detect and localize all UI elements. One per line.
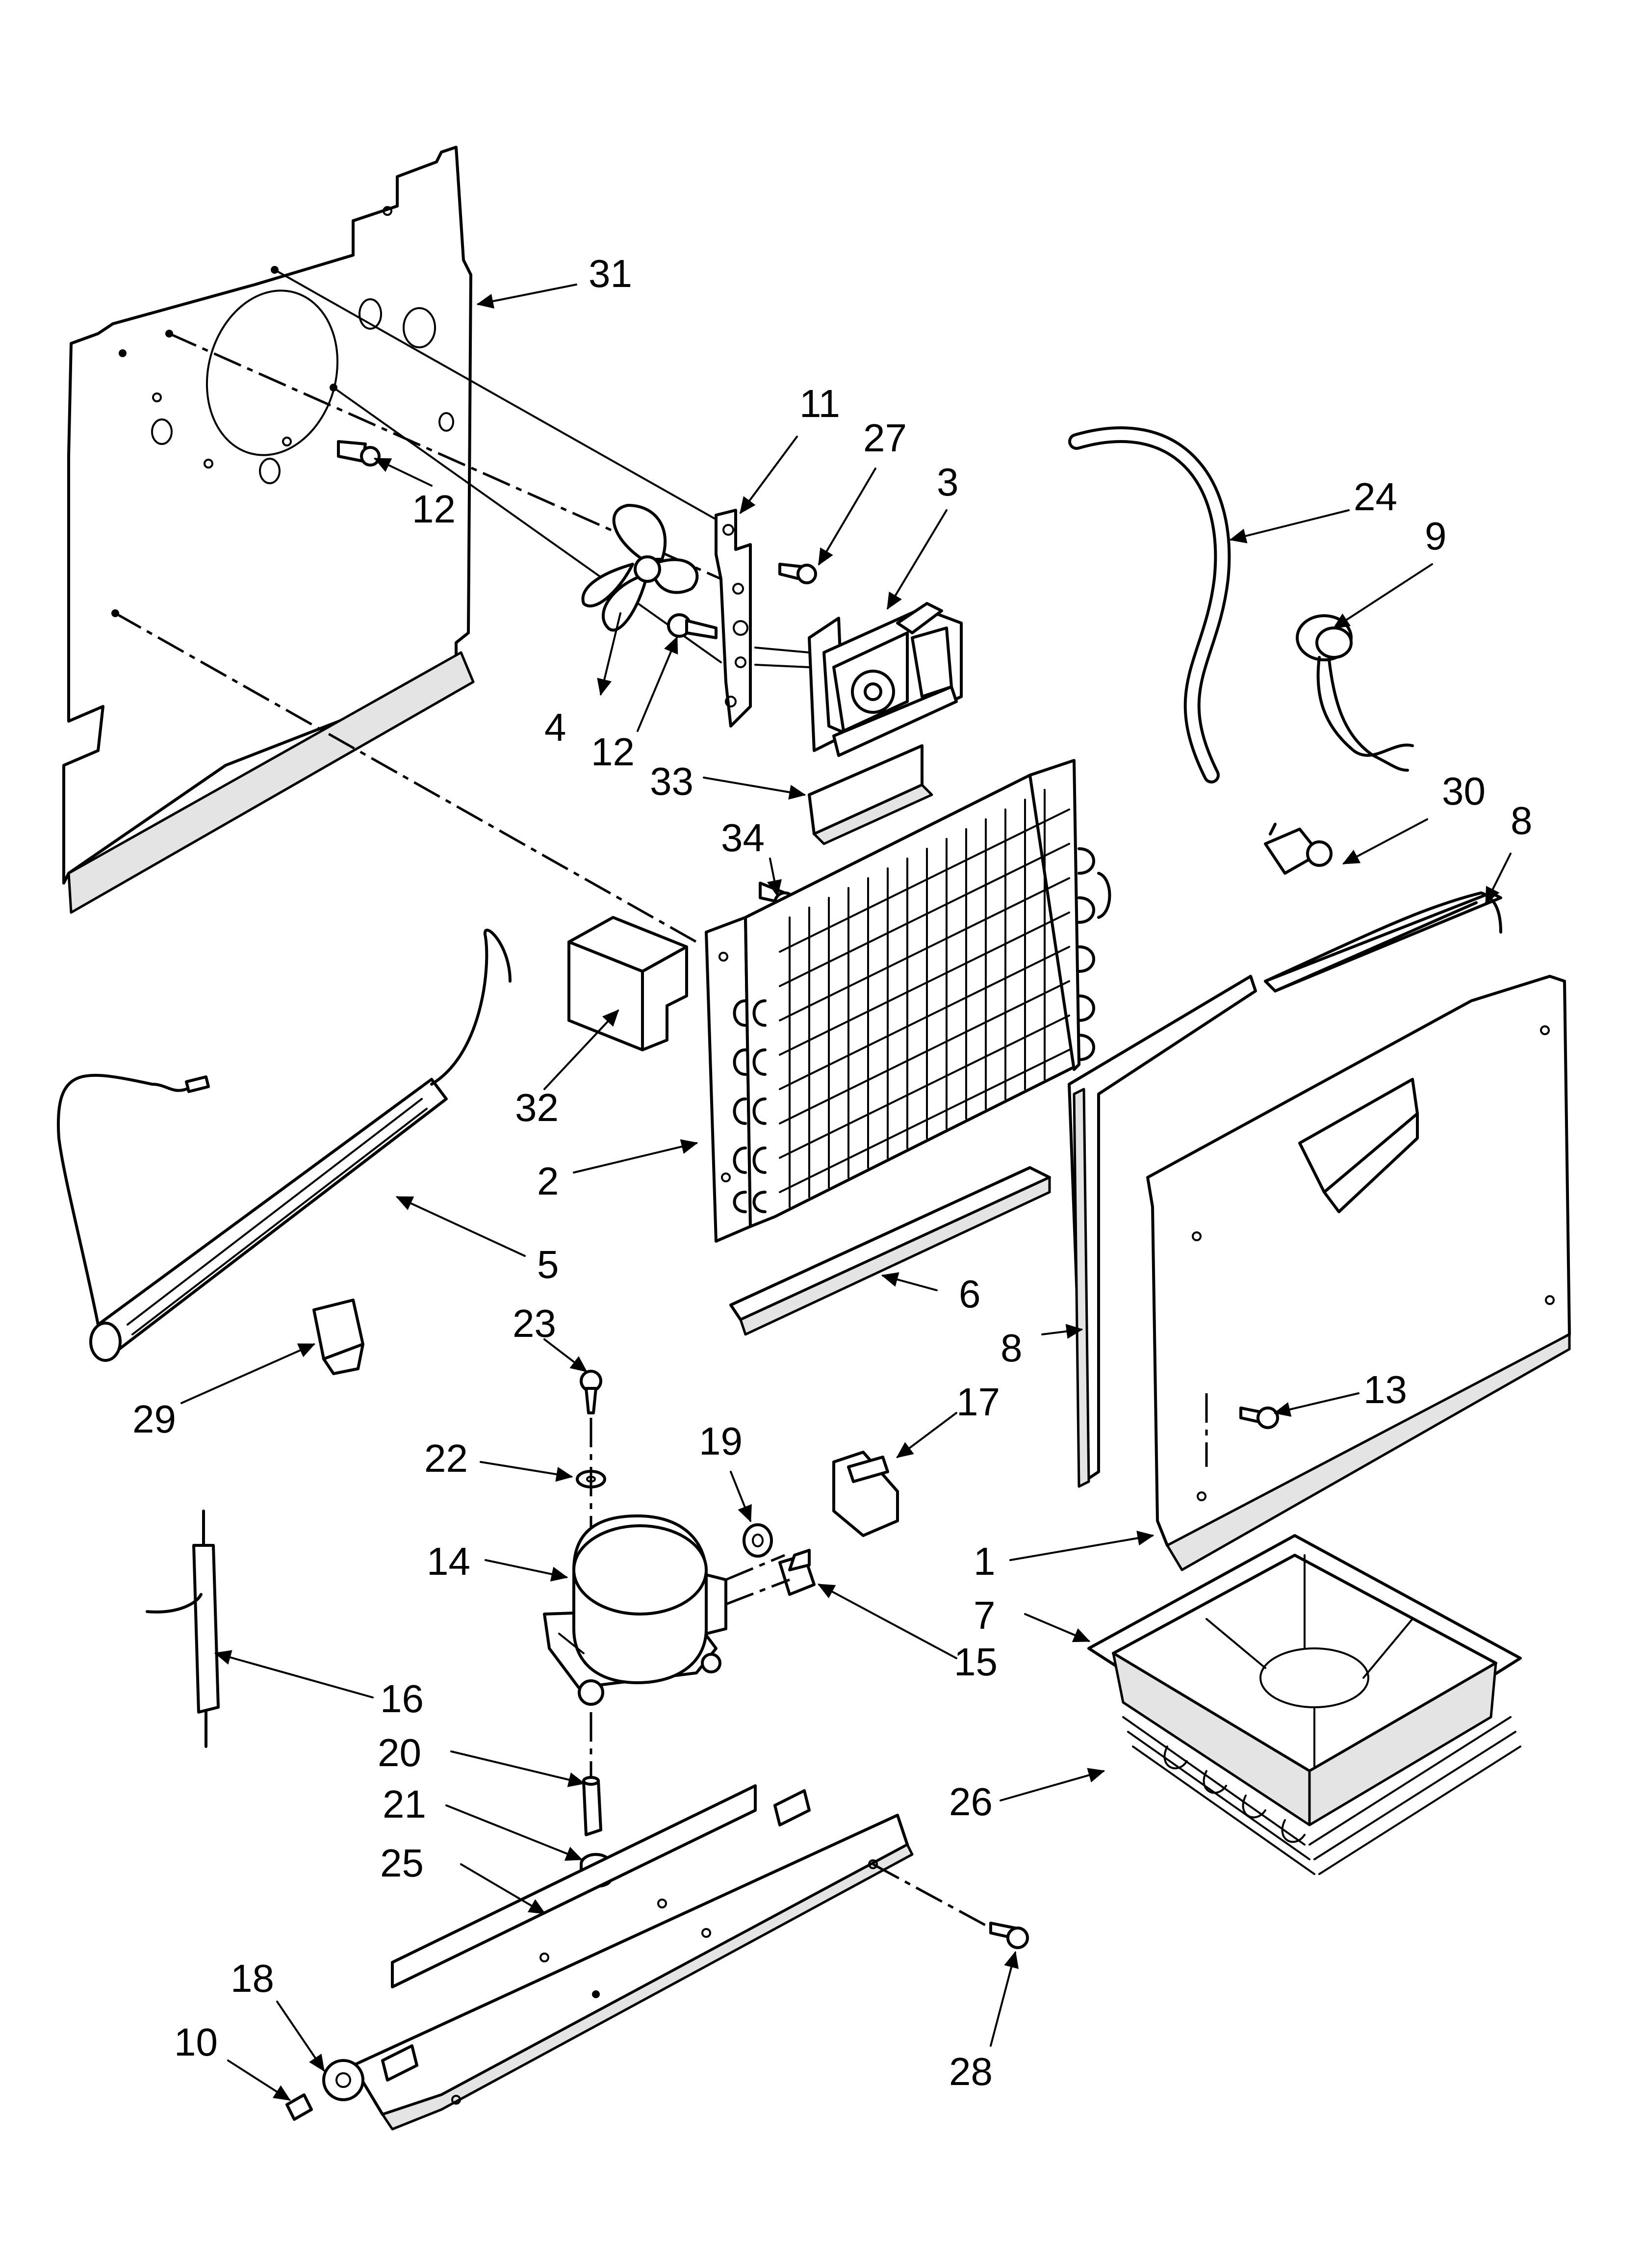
spacer-20 — [582, 1776, 602, 1836]
relay-guide — [725, 1554, 785, 1581]
defrost-heater — [57, 929, 512, 1362]
insulation-block — [567, 916, 688, 1051]
evaporator-rail — [729, 1166, 1051, 1336]
callout-4: 4 — [544, 705, 566, 749]
motor-bracket — [715, 509, 752, 728]
callout-7: 7 — [974, 1593, 996, 1637]
callout-13: 13 — [1363, 1368, 1407, 1411]
callout-14: 14 — [427, 1539, 470, 1583]
callout-8-lower: 8 — [1001, 1326, 1023, 1370]
screw-27 — [778, 563, 817, 584]
drain-pan — [1087, 1534, 1522, 1826]
callout-16: 16 — [380, 1677, 424, 1721]
terminal-clip — [312, 1299, 364, 1375]
callout-6: 6 — [959, 1272, 981, 1316]
callout-1: 1 — [974, 1539, 996, 1583]
overload-19 — [743, 1523, 773, 1558]
motor-shield — [808, 744, 933, 845]
compressor-base — [352, 1784, 914, 2131]
plug-10 — [285, 2093, 313, 2121]
callout-22: 22 — [424, 1436, 468, 1480]
callout-20: 20 — [378, 1731, 421, 1774]
callout-3: 3 — [937, 460, 959, 504]
callout-24: 24 — [1354, 475, 1397, 519]
screw-28 — [989, 1922, 1029, 1949]
screw-13 — [1239, 1407, 1279, 1429]
cover-panel — [1146, 891, 1571, 1571]
drain-tube — [1068, 426, 1231, 783]
callout-23: 23 — [513, 1302, 556, 1345]
relay-cover — [832, 1451, 899, 1537]
callout-2: 2 — [537, 1159, 559, 1203]
defrost-thermostat — [1296, 614, 1414, 772]
screw-28-guide — [872, 1863, 992, 1929]
callout-27: 27 — [863, 416, 907, 460]
callout-11: 11 — [799, 382, 840, 425]
callout-32: 32 — [515, 1086, 559, 1129]
callout-9: 9 — [1425, 514, 1447, 558]
start-relay — [778, 1549, 816, 1596]
filter-drier — [146, 1510, 220, 1748]
callout-12-middle: 12 — [591, 730, 635, 774]
callout-26: 26 — [949, 1780, 993, 1824]
back-panel — [62, 146, 727, 943]
callout-12-upper: 12 — [412, 487, 456, 531]
callout-21: 21 — [383, 1782, 426, 1826]
callout-29: 29 — [132, 1397, 176, 1441]
screw-23 — [580, 1370, 602, 1414]
screw-12-upper — [337, 440, 381, 467]
grommet-18 — [322, 2059, 364, 2101]
relay-guide-2 — [725, 1578, 790, 1606]
callout-8-upper: 8 — [1511, 799, 1533, 842]
side-channel — [1068, 975, 1257, 1488]
condenser-coil — [1122, 1716, 1521, 1875]
callout-28: 28 — [949, 2050, 993, 2093]
fan-blade — [581, 504, 699, 632]
callout-5: 5 — [537, 1243, 559, 1286]
leader-lines — [180, 284, 1512, 2101]
callout-17: 17 — [956, 1380, 1000, 1424]
screw-12-middle — [667, 613, 718, 639]
callout-labels: 31 11 27 3 24 9 12 12 4 33 30 8 34 32 2 … — [132, 252, 1533, 2093]
callout-19: 19 — [699, 1419, 743, 1463]
callout-10: 10 — [174, 2020, 218, 2064]
callout-25: 25 — [380, 1841, 424, 1885]
callout-34: 34 — [721, 816, 765, 860]
compressor — [543, 1514, 727, 1706]
evaporator — [705, 759, 1111, 1243]
part-30 — [1264, 823, 1333, 875]
callout-30: 30 — [1442, 769, 1486, 813]
callout-15: 15 — [954, 1640, 998, 1684]
callout-18: 18 — [231, 1956, 274, 2000]
callout-33: 33 — [650, 759, 693, 803]
fan-motor — [754, 602, 963, 757]
callout-31: 31 — [589, 252, 632, 295]
